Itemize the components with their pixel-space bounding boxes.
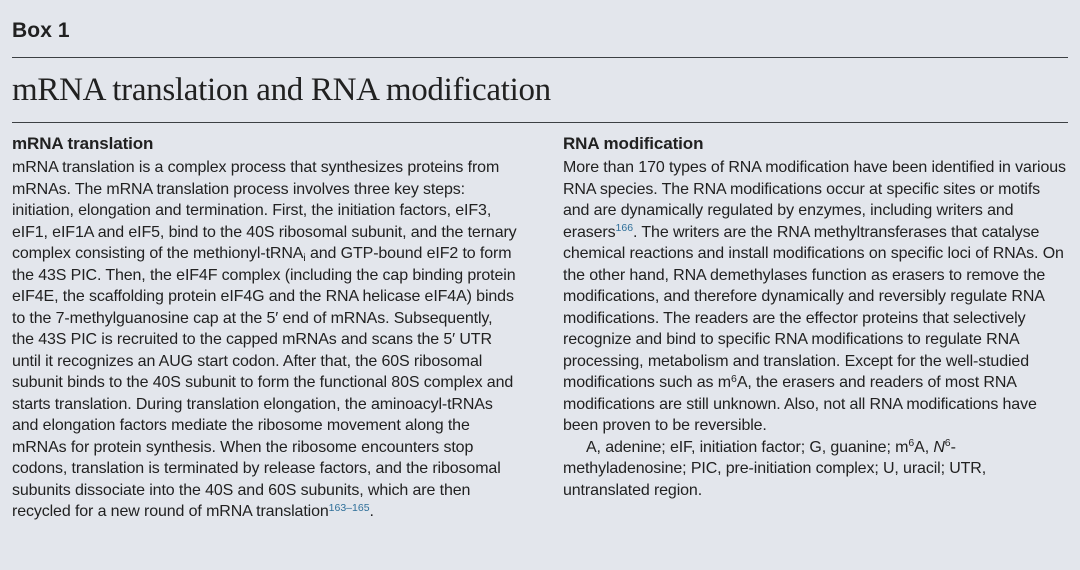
right-column-text: More than 170 types of RNA modification …: [563, 157, 1068, 501]
text-run: .: [369, 503, 374, 520]
divider-title: [12, 122, 1068, 123]
text-run: mRNA translation is a complex process th…: [12, 159, 517, 262]
two-column-body: mRNA translation mRNA translation is a c…: [12, 133, 1068, 523]
divider-top: [12, 57, 1068, 58]
paragraph: A, adenine; eIF, initiation factor; G, g…: [563, 437, 1068, 502]
text-run: i: [303, 252, 306, 264]
paragraph: More than 170 types of RNA modification …: [563, 157, 1068, 437]
citation-link[interactable]: 166: [615, 222, 634, 234]
right-column-heading: RNA modification: [563, 134, 704, 153]
text-run: 6: [944, 437, 951, 449]
box-label: Box 1: [12, 19, 70, 42]
text-run: A, the erasers and readers of most RNA m…: [563, 374, 1037, 434]
text-run: and GTP-bound eIF2 to form the 43S PIC. …: [12, 245, 516, 520]
box-panel: Box 1 mRNA translation and RNA modificat…: [12, 19, 1068, 523]
left-column-text: mRNA translation is a complex process th…: [12, 157, 517, 523]
text-run: -methyladenosine; PIC, pre-initiation co…: [563, 438, 987, 499]
citation-link[interactable]: 163–165: [328, 501, 370, 514]
text-run: 6: [908, 437, 915, 449]
text-run: . The writers are the RNA methyltransfer…: [563, 223, 1064, 392]
left-column: mRNA translation mRNA translation is a c…: [12, 133, 517, 523]
text-run: N: [933, 438, 945, 456]
left-column-heading: mRNA translation: [12, 134, 154, 153]
right-column: RNA modification More than 170 types of …: [563, 133, 1068, 523]
text-run: A,: [914, 438, 934, 456]
paragraph: mRNA translation is a complex process th…: [12, 157, 517, 523]
text-run: More than 170 types of RNA modification …: [563, 159, 1066, 241]
text-run: 6: [730, 372, 737, 385]
box-title: mRNA translation and RNA modification: [12, 72, 551, 108]
text-run: A, adenine; eIF, initiation factor; G, g…: [586, 438, 909, 456]
